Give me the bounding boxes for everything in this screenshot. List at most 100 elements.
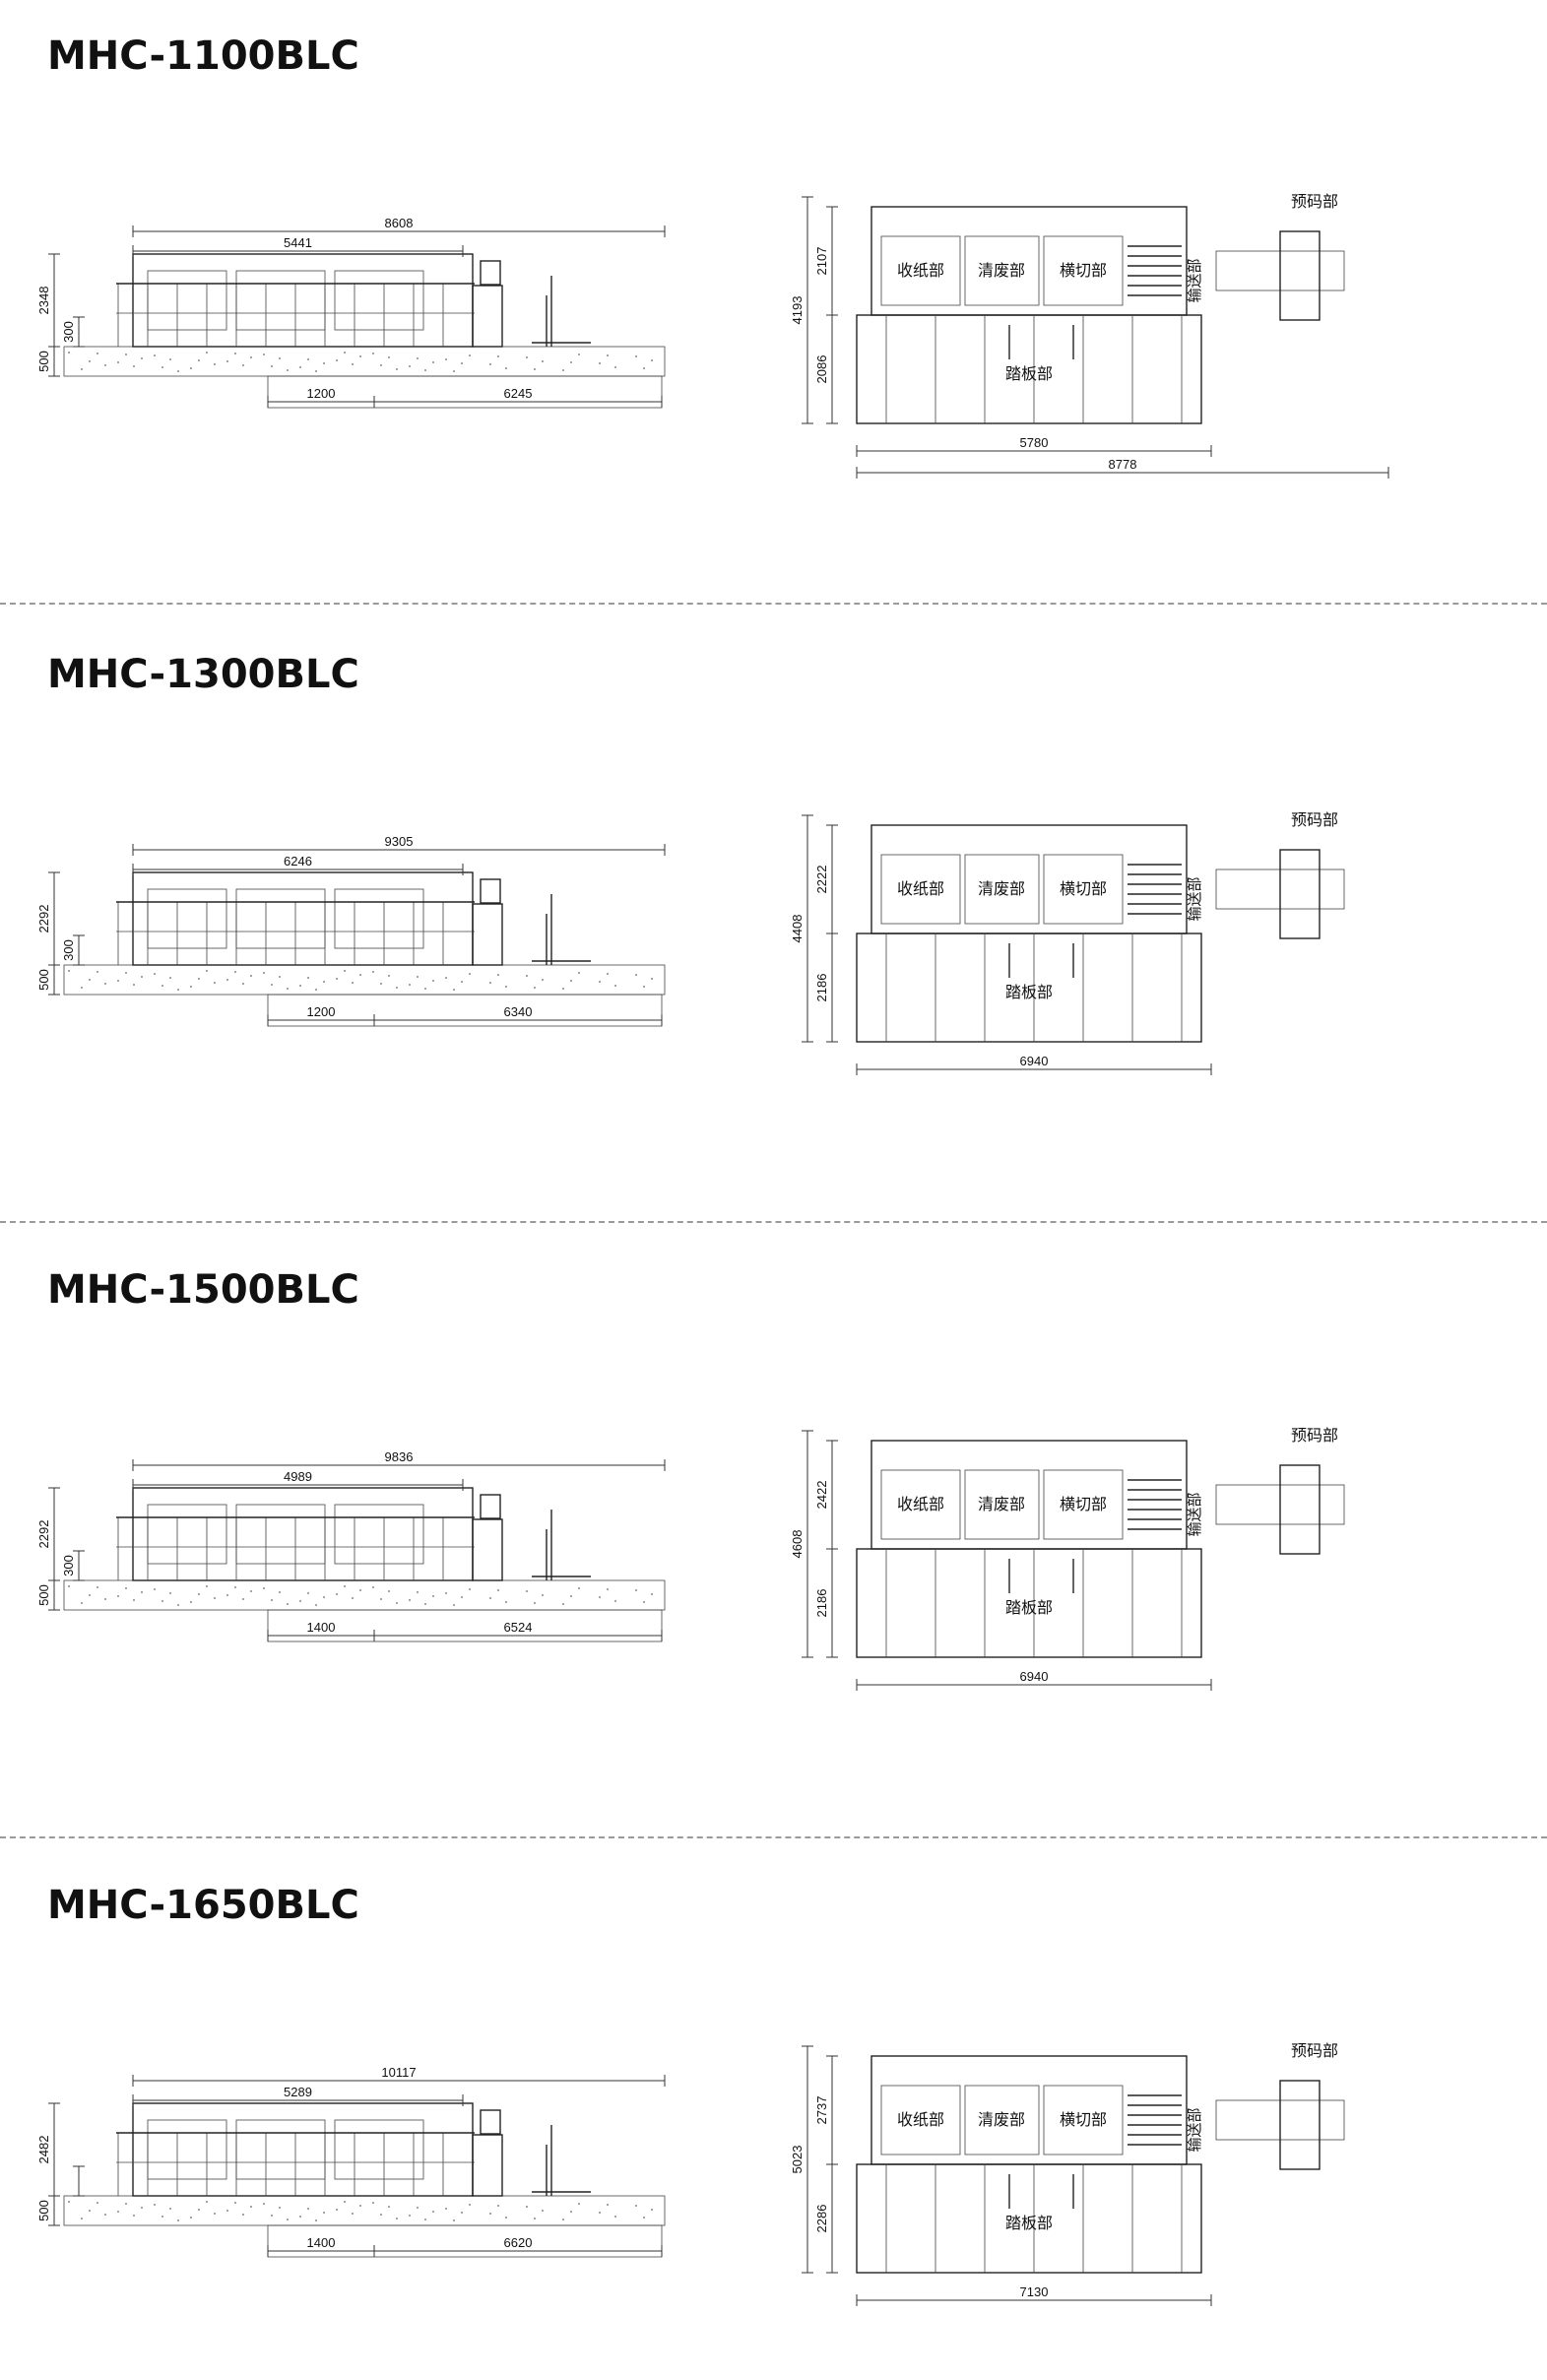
floor-texture xyxy=(424,988,426,990)
floor-texture xyxy=(562,1603,564,1605)
floor-texture xyxy=(190,367,192,369)
dim-top-lower-height: 2186 xyxy=(814,974,829,1002)
section-divider xyxy=(0,1836,1547,1838)
body-panel xyxy=(334,2119,424,2180)
floor-texture xyxy=(651,359,653,361)
label-transfer: 输送部 xyxy=(1187,1492,1203,1536)
dim-side-body: 5289 xyxy=(284,2085,312,2099)
floor-texture xyxy=(409,1599,411,1601)
section-stripping xyxy=(964,854,1040,925)
floor-texture xyxy=(104,364,106,366)
floor-texture xyxy=(206,352,208,354)
pit-outline xyxy=(267,375,663,409)
floor-texture xyxy=(578,2203,580,2205)
floor-texture xyxy=(242,2214,244,2216)
dim-top-overall-height: 4408 xyxy=(790,915,805,943)
floor-texture xyxy=(578,354,580,355)
label-stripping: 清废部 xyxy=(978,262,1025,280)
label-pre-register: 预码部 xyxy=(1291,2042,1338,2060)
floor-texture xyxy=(372,1586,374,1588)
label-die-cut: 横切部 xyxy=(1060,1496,1107,1513)
floor-texture xyxy=(299,2216,301,2218)
floor-texture xyxy=(279,976,281,978)
model-title: MHC-1100BLC xyxy=(47,33,359,79)
floor-texture xyxy=(336,1593,338,1595)
label-pedal: 踏板部 xyxy=(1005,1599,1053,1617)
floor-texture xyxy=(323,2212,325,2214)
control-panel xyxy=(480,1494,501,1519)
floor-texture xyxy=(607,2204,609,2206)
label-pre-register: 预码部 xyxy=(1291,1427,1338,1445)
floor-texture xyxy=(614,985,616,987)
floor-texture xyxy=(534,368,536,370)
floor-texture xyxy=(336,2209,338,2211)
floor-texture xyxy=(104,2214,106,2216)
floor-slab xyxy=(63,346,666,377)
dim-side-height: 2292 xyxy=(36,1520,51,1549)
section-divider xyxy=(0,603,1547,605)
floor-texture xyxy=(424,369,426,371)
dim-side-bottom-right: 6340 xyxy=(504,1004,533,1019)
label-delivery: 收纸部 xyxy=(897,1496,944,1513)
top-body-upper xyxy=(870,206,1188,316)
floor-texture xyxy=(141,357,143,359)
floor-texture xyxy=(234,971,236,973)
floor-texture xyxy=(445,1592,447,1594)
floor-texture xyxy=(287,369,289,371)
floor-texture xyxy=(497,1589,499,1591)
floor-texture xyxy=(461,981,463,983)
floor-texture xyxy=(323,981,325,983)
dim-side-base: 300 xyxy=(61,939,76,961)
floor-texture xyxy=(307,977,309,979)
floor-texture xyxy=(287,2219,289,2220)
floor-texture xyxy=(380,2214,382,2216)
floor-texture xyxy=(505,986,507,988)
floor-texture xyxy=(81,1602,83,1604)
floor-texture xyxy=(526,356,528,358)
dim-side-body: 5441 xyxy=(284,235,312,250)
floor-texture xyxy=(226,979,228,981)
dim-side-height: 2292 xyxy=(36,905,51,933)
floor-texture xyxy=(250,2206,252,2208)
floor-texture xyxy=(526,1590,528,1592)
floor-texture xyxy=(97,2202,98,2204)
floor-texture xyxy=(396,368,398,370)
floor-texture xyxy=(141,976,143,978)
floor-texture xyxy=(271,1599,273,1601)
floor-texture xyxy=(497,355,499,357)
floor-texture xyxy=(177,1604,179,1606)
label-delivery: 收纸部 xyxy=(897,880,944,898)
floor-texture xyxy=(263,2203,265,2205)
dim-side-height: 2348 xyxy=(36,287,51,315)
floor-texture xyxy=(133,984,135,986)
pre-register-frame xyxy=(1279,2080,1321,2170)
dim-side-overall: 8608 xyxy=(385,216,414,230)
floor-texture xyxy=(614,1600,616,1602)
floor-texture xyxy=(359,2205,361,2207)
floor-texture xyxy=(206,2201,208,2203)
body-panel xyxy=(235,270,326,331)
dim-side-bottom-left: 1400 xyxy=(307,2235,336,2250)
top-body-lower xyxy=(856,1548,1202,1658)
floor-texture xyxy=(198,1593,200,1595)
floor-texture xyxy=(432,361,434,363)
label-pre-register: 预码部 xyxy=(1291,193,1338,211)
floor-texture xyxy=(117,1595,119,1597)
top-body-upper xyxy=(870,824,1188,934)
floor-texture xyxy=(424,2219,426,2220)
floor-texture xyxy=(489,982,491,984)
floor-texture xyxy=(214,1597,216,1599)
dim-side-bottom-left: 1200 xyxy=(307,386,336,401)
label-transfer: 输送部 xyxy=(1187,2107,1203,2152)
floor-texture xyxy=(133,2215,135,2217)
label-stripping: 清废部 xyxy=(978,880,1025,898)
section-die-cut xyxy=(1043,1469,1124,1540)
floor-texture xyxy=(299,366,301,368)
floor-texture xyxy=(469,1588,471,1590)
dim-top-overall-width: 8778 xyxy=(1109,457,1137,472)
floor-texture xyxy=(271,984,273,986)
floor-texture xyxy=(562,988,564,990)
